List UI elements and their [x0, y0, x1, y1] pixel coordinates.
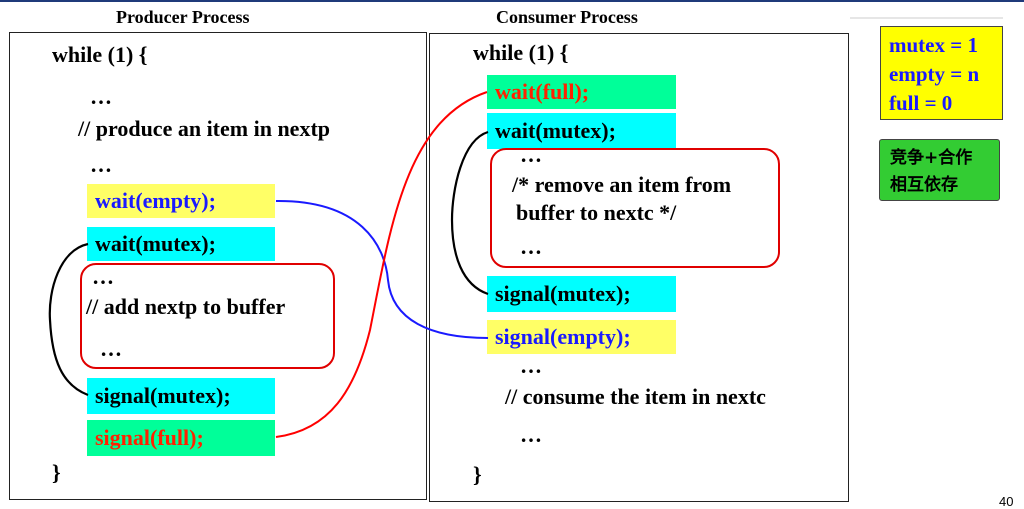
- producer-comment-add: // add nextp to buffer: [86, 294, 286, 319]
- producer-ellipsis-3: …: [92, 264, 114, 289]
- producer-wait-mutex: wait(mutex);: [87, 227, 275, 261]
- producer-comment-produce: // produce an item in nextp: [78, 116, 331, 141]
- consumer-critical-section-box: [490, 148, 780, 268]
- top-rule: [0, 0, 1024, 2]
- note-line-2: 相互依存: [890, 175, 958, 195]
- note-line-1: 竞争+合作: [890, 148, 973, 168]
- legend-full: full = 0: [889, 91, 953, 115]
- producer-ellipsis-1: …: [90, 84, 112, 109]
- consumer-close-brace: }: [473, 462, 482, 487]
- consumer-ellipsis-1: …: [520, 142, 542, 167]
- producer-wait-empty: wait(empty);: [87, 184, 275, 218]
- consumer-ellipsis-4: …: [520, 422, 542, 447]
- producer-ellipsis-4: …: [100, 336, 122, 361]
- producer-signal-mutex: signal(mutex);: [87, 378, 275, 414]
- semaphore-legend: mutex = 1 empty = n full = 0: [880, 26, 1003, 120]
- consumer-ellipsis-3: …: [520, 353, 542, 378]
- consumer-wait-full: wait(full);: [487, 75, 676, 109]
- consumer-title: Consumer Process: [496, 7, 638, 27]
- producer-signal-full: signal(full);: [87, 420, 275, 456]
- legend-empty: empty = n: [889, 62, 980, 86]
- consumer-ellipsis-2: …: [520, 234, 542, 259]
- consumer-while: while (1) {: [473, 40, 569, 65]
- consumer-comment-remove-2: buffer to nextc */: [516, 200, 677, 225]
- relationship-note: 竞争+合作 相互依存: [879, 139, 1000, 201]
- consumer-wait-mutex: wait(mutex);: [487, 113, 676, 149]
- consumer-signal-mutex: signal(mutex);: [487, 276, 676, 312]
- producer-title: Producer Process: [116, 7, 250, 27]
- consumer-signal-empty: signal(empty);: [487, 320, 676, 354]
- producer-ellipsis-2: …: [90, 152, 112, 177]
- consumer-comment-consume: // consume the item in nextc: [505, 384, 766, 409]
- consumer-comment-remove-1: /* remove an item from: [512, 172, 732, 197]
- producer-while: while (1) {: [52, 42, 148, 67]
- producer-close-brace: }: [52, 460, 61, 485]
- page-number: 40: [999, 494, 1014, 509]
- legend-mutex: mutex = 1: [889, 33, 978, 57]
